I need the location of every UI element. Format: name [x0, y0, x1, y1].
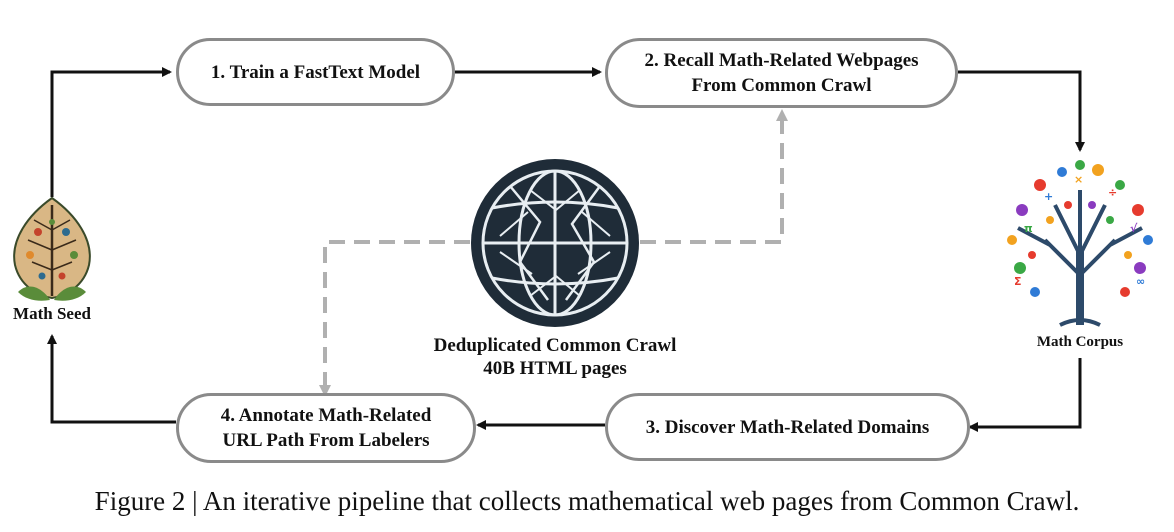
arrow-seed-to-train	[50, 67, 172, 197]
svg-text:Σ: Σ	[1014, 275, 1022, 288]
step-train-fasttext: 1. Train a FastText Model	[176, 38, 455, 106]
svg-text:π: π	[1024, 222, 1033, 235]
step-recall-label-line1: 2. Recall Math-Related Webpages	[644, 50, 919, 71]
dashed-arrow-crawl-to-recall	[640, 109, 788, 244]
step-recall-label-line2: From Common Crawl	[691, 75, 872, 96]
svg-text:+: +	[1044, 190, 1053, 203]
common-crawl-label: Deduplicated Common Crawl 40B HTML pages	[405, 334, 705, 380]
step-recall-webpages: 2. Recall Math-Related Webpages From Com…	[605, 38, 958, 108]
arrow-recall-to-corpus	[958, 70, 1085, 152]
step-train-label: 1. Train a FastText Model	[210, 61, 421, 83]
svg-text:÷: ÷	[1108, 186, 1117, 199]
step-annotate-url: 4. Annotate Math-Related URL Path From L…	[176, 393, 476, 463]
svg-text:∞: ∞	[1136, 275, 1145, 288]
step-annotate-label-line1: 4. Annotate Math-Related	[220, 405, 432, 426]
figure-caption: Figure 2 | An iterative pipeline that co…	[94, 486, 1080, 516]
svg-text:√: √	[1130, 222, 1138, 235]
step-discover-label: 3. Discover Math-Related Domains	[645, 416, 930, 438]
step-discover-domains: 3. Discover Math-Related Domains	[605, 393, 970, 461]
common-crawl-label-line1: Deduplicated Common Crawl	[433, 335, 677, 356]
math-seed-label: Math Seed	[13, 304, 91, 323]
svg-text:×: ×	[1074, 173, 1083, 186]
math-corpus-label: Math Corpus	[1036, 334, 1124, 350]
step-annotate-label-line2: URL Path From Labelers	[222, 430, 430, 451]
common-crawl-label-line2: 40B HTML pages	[483, 358, 627, 379]
arrow-annotate-to-seed	[47, 334, 176, 424]
arrow-corpus-to-discover	[968, 358, 1082, 432]
